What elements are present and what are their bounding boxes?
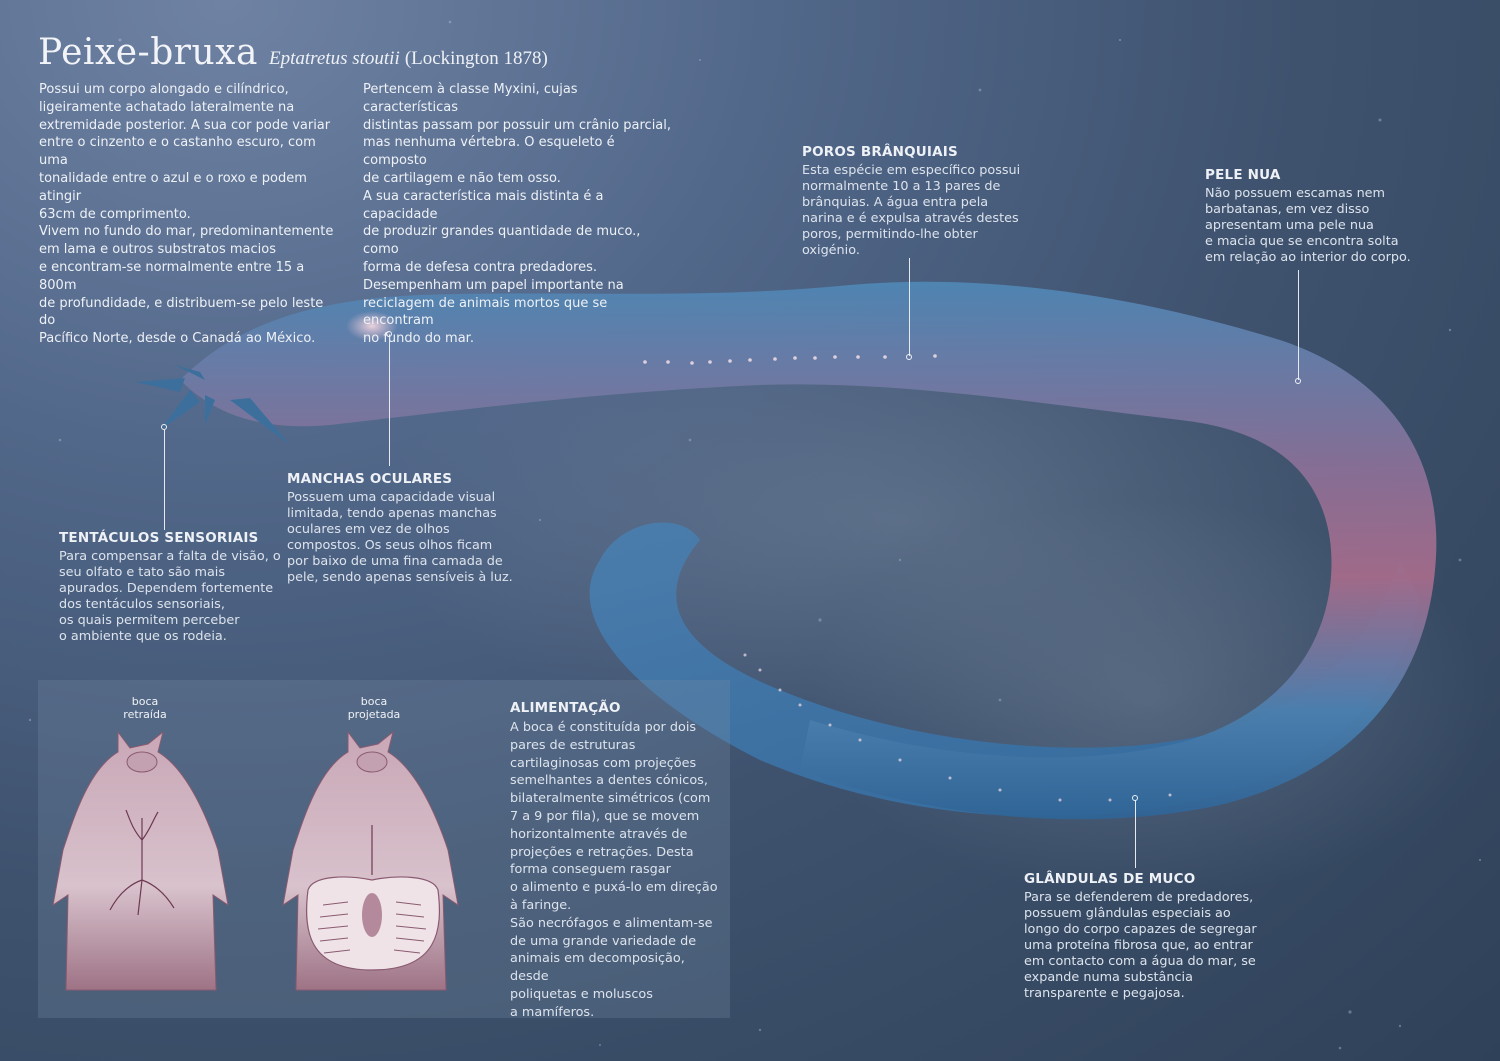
annotation-title: TENTÁCULOS SENSORIAIS	[59, 530, 259, 546]
feeding-panel: boca retraída boca projetada	[38, 680, 730, 1020]
annotation-title: POROS BRÂNQUIAIS	[802, 144, 958, 160]
sensory-tentacles	[135, 365, 290, 445]
annotation-text: Para se defenderem de predadores, possue…	[1024, 890, 1257, 1001]
annotation-text: Esta espécie em específico possui normal…	[802, 163, 1021, 258]
hagfish-body	[180, 281, 1437, 820]
marker-glandulas	[1132, 795, 1138, 801]
gill-pores	[643, 354, 937, 365]
annotation-alimentacao: ALIMENTAÇÃO A boca é constituída por doi…	[510, 700, 725, 1022]
intro-column-2: Pertencem à classe Myxini, cujas caracte…	[363, 82, 672, 347]
leader-line-tentaculos	[164, 430, 165, 530]
annotation-text: Para compensar a falta de visão, o seu o…	[59, 549, 281, 644]
annotation-manchas-oculares: MANCHAS OCULARES Possuem uma capacidade …	[287, 471, 517, 586]
leader-line-pele	[1298, 270, 1299, 380]
authority: (Lockington 1878)	[404, 48, 548, 69]
annotation-title: GLÂNDULAS DE MUCO	[1024, 871, 1196, 887]
leader-line-manchas	[389, 336, 390, 466]
annotation-glandulas-de-muco: GLÂNDULAS DE MUCO Para se defenderem de …	[1024, 871, 1264, 1002]
annotation-title: PELE NUA	[1205, 167, 1281, 183]
common-name: Peixe-bruxa	[38, 32, 258, 73]
annotation-text: Não possuem escamas nem barbatanas, em v…	[1205, 186, 1411, 265]
page-title: Peixe-bruxa Eptatretus stoutii (Lockingt…	[38, 32, 548, 73]
leader-line-glandulas	[1135, 800, 1136, 868]
annotation-text: Possuem uma capacidade visual limitada, …	[287, 490, 513, 585]
eye-spot	[346, 311, 398, 341]
leader-line-poros	[909, 258, 910, 356]
label-boca-projetada: boca projetada	[347, 695, 401, 721]
annotation-pele-nua: PELE NUA Não possuem escamas nem barbata…	[1205, 167, 1425, 266]
annotation-tentaculos-sensoriais: TENTÁCULOS SENSORIAIS Para compensar a f…	[59, 530, 289, 645]
mouth-diagrams	[52, 730, 459, 991]
marker-tentaculos	[161, 424, 167, 430]
intro-column-1: Possui um corpo alongado e cilíndrico, l…	[39, 82, 334, 347]
annotation-title: MANCHAS OCULARES	[287, 471, 453, 487]
mouth-projected-diagram	[282, 730, 459, 991]
annotation-text: A boca é constituída por dois pares de e…	[510, 720, 718, 1020]
marker-manchas	[386, 331, 392, 337]
label-boca-retraida: boca retraída	[123, 695, 167, 721]
mouth-retracted-diagram	[52, 730, 229, 991]
scientific-name: Eptatretus stoutii	[269, 48, 400, 69]
marker-poros	[906, 354, 912, 360]
marker-pele	[1295, 378, 1301, 384]
mucus-gland-dots	[743, 653, 1172, 802]
annotation-title: ALIMENTAÇÃO	[510, 700, 621, 716]
annotation-poros-branquiais: POROS BRÂNQUIAIS Esta espécie em específ…	[802, 144, 1047, 259]
